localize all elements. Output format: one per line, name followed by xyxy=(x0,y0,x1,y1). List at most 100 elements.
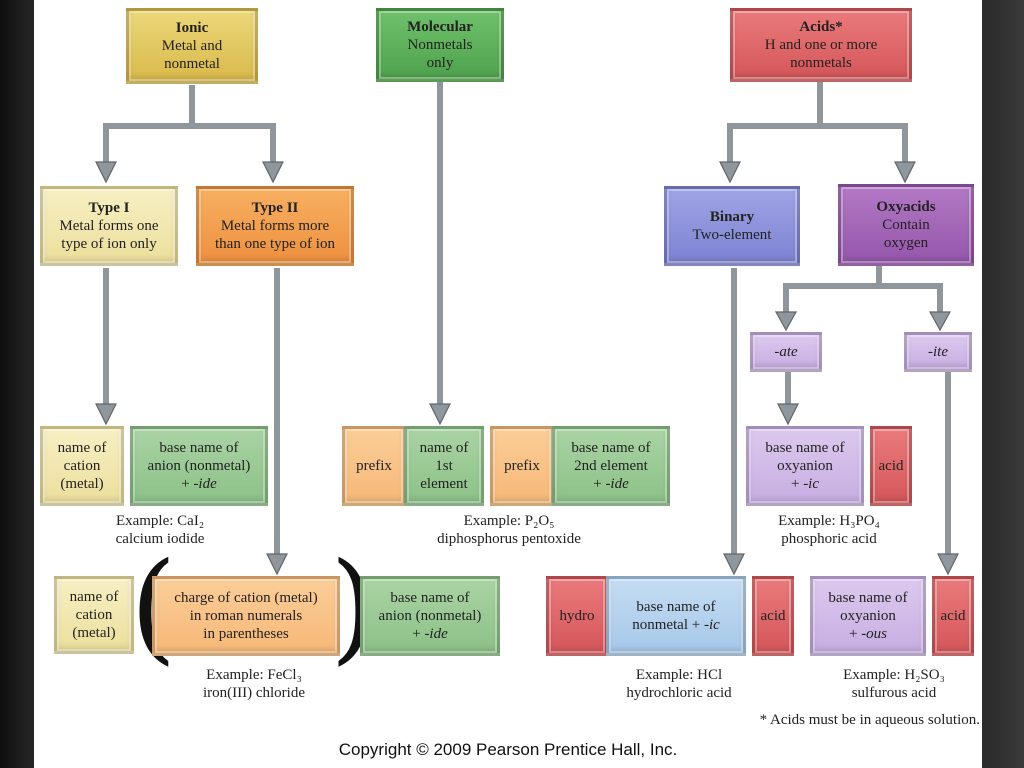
type2-anion-l2: anion (nonmetal) xyxy=(378,608,482,624)
arrowhead-ite-down xyxy=(937,553,959,576)
type1-cation-l1: name of xyxy=(57,440,107,456)
oxyacids-stem-arrow xyxy=(783,266,882,318)
mol-second-suffix: -ide xyxy=(605,476,629,492)
ite-base-l2: oxyanion xyxy=(840,608,896,624)
bin-acid-box: acid xyxy=(752,576,794,656)
type1-example: Example: CaI₂ calcium iodide xyxy=(70,512,250,548)
arrowhead-molecular-down xyxy=(429,403,451,426)
ate-label: -ate xyxy=(774,344,798,360)
oxyacids-line1: Contain xyxy=(882,217,930,233)
type1-anion-l1: base name of xyxy=(159,440,239,456)
ate-acid-label: acid xyxy=(878,458,904,474)
arrowhead-type1-down xyxy=(95,403,117,426)
type2-anion-l3: + -ide xyxy=(412,625,448,643)
type1-cation-box: name of cation (metal) xyxy=(40,426,124,506)
arrowhead-ate-down xyxy=(777,403,799,426)
type2-anion-suffix: -ide xyxy=(424,626,448,642)
type2-anion-box: base name of anion (nonmetal) + -ide xyxy=(360,576,500,656)
type1-example-formula: Example: CaI₂ xyxy=(115,513,205,529)
ite-example-name: sulfurous acid xyxy=(851,685,937,701)
molecular-box: Molecular Nonmetals only xyxy=(376,8,504,82)
connector-arrows xyxy=(95,82,959,576)
bin-base-box: base name of nonmetal + -ic xyxy=(606,576,746,656)
mol-prefix1-label: prefix xyxy=(356,458,392,474)
type2-charge-l1: charge of cation (metal) xyxy=(174,590,318,606)
left-border xyxy=(0,0,34,768)
acids-stem-arrow xyxy=(727,82,823,170)
type1-line2: type of ion only xyxy=(61,236,157,252)
mol-first-l1: name of xyxy=(419,440,469,456)
type2-cation-l2: cation xyxy=(75,607,113,623)
acids-title: Acids* xyxy=(799,19,843,35)
ite-acid-label: acid xyxy=(940,608,966,624)
type2-cation-l3: (metal) xyxy=(72,625,116,641)
mol-first-l3: element xyxy=(420,476,468,492)
bin-base-l2: nonmetal + -ic xyxy=(632,616,720,634)
ionic-branch2-arrow xyxy=(192,123,276,170)
type2-cation-l1: name of xyxy=(69,589,119,605)
oxyacids-title: Oxyacids xyxy=(876,199,936,215)
type2-anion-plus: + xyxy=(412,626,425,642)
type2-example: Example: FeCl₃ iron(III) chloride xyxy=(164,666,344,702)
ionic-line1: Metal and xyxy=(161,38,223,54)
mol-example-formula: Example: P₂O₅ xyxy=(463,513,555,529)
oxyacids-box: Oxyacids Contain oxygen xyxy=(838,184,974,266)
type2-box: Type II Metal forms more than one type o… xyxy=(196,186,354,266)
type2-line2: than one type of ion xyxy=(215,236,335,252)
arrowhead-binary-down xyxy=(723,553,745,576)
ionic-stem-arrow xyxy=(103,85,195,170)
bin-acid-label: acid xyxy=(760,608,786,624)
mol-second-l3: + -ide xyxy=(593,475,629,493)
type2-line1: Metal forms more xyxy=(220,218,330,234)
bin-base-l1: base name of xyxy=(636,599,716,615)
binary-title: Binary xyxy=(709,209,755,225)
mol-second-l1: base name of xyxy=(571,440,651,456)
ate-example-formula: Example: H₃PO₄ xyxy=(778,513,880,529)
type1-anion-suffix: -ide xyxy=(193,476,217,492)
arrowhead-type1 xyxy=(95,161,117,184)
mol-example: Example: P₂O₅ diphosphorus pentoxide xyxy=(404,512,614,548)
ite-base-box: base name of oxyanion + -ous xyxy=(810,576,926,656)
type2-example-formula: Example: FeCl₃ xyxy=(206,667,302,683)
ite-label: -ite xyxy=(928,344,948,360)
type1-anion-l3: + -ide xyxy=(181,475,217,493)
acids-branch2-arrow xyxy=(820,123,908,170)
type2-example-name: iron(III) chloride xyxy=(202,685,306,701)
arrowhead-type2 xyxy=(262,161,284,184)
bin-base-nonmetal: nonmetal + xyxy=(632,617,704,633)
oxyacids-line2: oxygen xyxy=(883,235,929,251)
type1-anion-box: base name of anion (nonmetal) + -ide xyxy=(130,426,268,506)
footnote: * Acids must be in aqueous solution. xyxy=(759,712,980,728)
ate-base-l3: + -ic xyxy=(791,475,819,493)
arrowhead-ite xyxy=(928,311,952,332)
ite-base-l3: + -ous xyxy=(849,625,887,643)
ite-example-formula: Example: H₂SO₃ xyxy=(843,667,945,683)
bin-base-suffix: -ic xyxy=(703,617,720,633)
acids-line1: H and one or more xyxy=(764,37,878,53)
bin-hydro-label: hydro xyxy=(559,608,595,624)
right-border xyxy=(982,0,1024,768)
ionic-line2: nonmetal xyxy=(164,56,220,72)
mol-first-element-box: name of 1st element xyxy=(404,426,484,506)
mol-second-plus: + xyxy=(593,476,606,492)
ite-base-plus: + xyxy=(848,626,862,642)
binary-box: Binary Two-element xyxy=(664,186,800,266)
ite-base-suffix: -ous xyxy=(861,626,888,642)
diagram-canvas: Ionic Metal and nonmetal Molecular Nonme… xyxy=(34,0,982,768)
type1-cation-l3: (metal) xyxy=(60,476,104,492)
mol-second-element-box: base name of 2nd element + -ide xyxy=(552,426,670,506)
mol-prefix1-box: prefix xyxy=(342,426,406,506)
ate-base-plus: + xyxy=(790,476,804,492)
oxyacids-branch2-arrow xyxy=(879,283,943,318)
ate-example-name: phosphoric acid xyxy=(781,531,877,547)
bin-hydro-box: hydro xyxy=(546,576,608,656)
type2-charge-l2: in roman numerals xyxy=(189,608,303,624)
mol-first-l2: 1st xyxy=(435,458,453,474)
mol-prefix2-label: prefix xyxy=(504,458,540,474)
ite-acid-box: acid xyxy=(932,576,974,656)
ionic-title: Ionic xyxy=(175,20,209,36)
molecular-title: Molecular xyxy=(407,19,473,35)
ionic-box: Ionic Metal and nonmetal xyxy=(126,8,258,84)
arrowhead-binary xyxy=(719,161,741,184)
ate-base-suffix: -ic xyxy=(803,476,820,492)
